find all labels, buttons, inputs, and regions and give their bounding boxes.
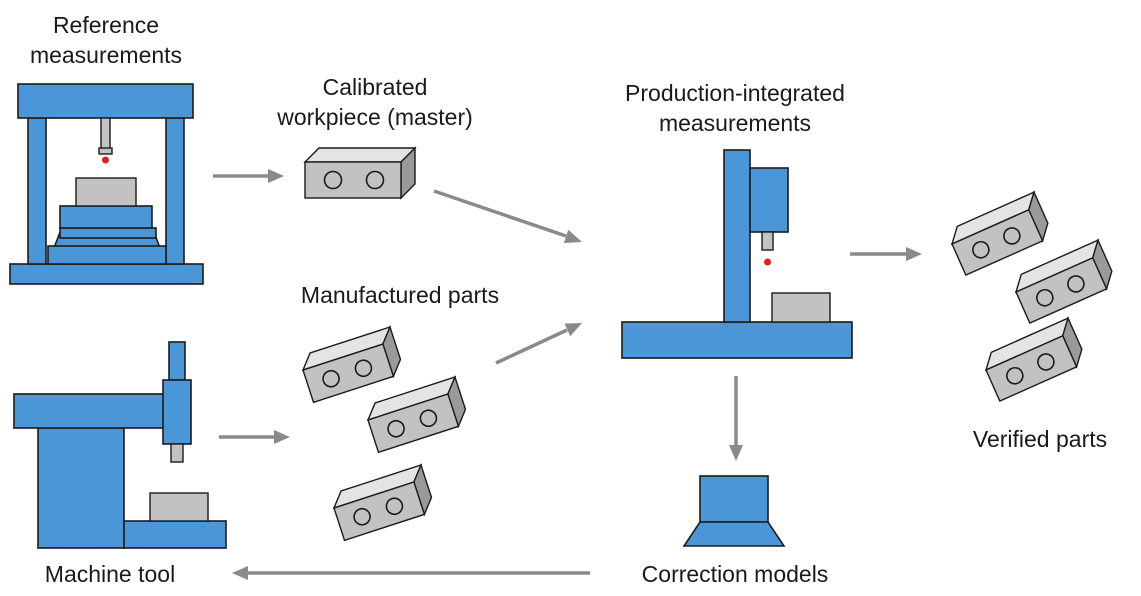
production-label-line-2: measurements [658,110,812,136]
calibrated-label-line-1: Calibrated [322,74,428,100]
probe-tip-icon [102,156,109,164]
production-measurements-label: Production-integrated measurements [590,78,880,138]
verified-parts [945,191,1119,402]
arrow-production-to-verified [850,247,922,261]
calibrated-master-workpiece [303,146,417,200]
arrow-production-to-correction [729,376,743,461]
calibrated-workpiece-label: Calibrated workpiece (master) [240,72,510,132]
reference-label-line-1: Reference [52,12,160,38]
arrow-machine-tool-to-manufactured [219,430,290,444]
manufactured-parts [297,326,471,542]
reference-measurements-label: Reference measurements [6,10,206,70]
verified-parts-label: Verified parts [972,426,1108,452]
arrow-correction-to-machine-tool [232,566,590,580]
probe-tip-icon [764,258,771,266]
reference-cmm-machine [9,83,204,285]
calibrated-label-line-2: workpiece (master) [277,104,473,130]
correction-models-computer [682,475,786,547]
machine-tool-label: Machine tool [44,561,176,587]
machine-tool [13,341,227,549]
arrow-manufactured-to-production [495,323,582,365]
arrow-reference-to-master [213,169,284,183]
production-measuring-machine [621,149,853,359]
reference-label-line-2: measurements [29,42,183,68]
production-label-line-1: Production-integrated [625,80,845,106]
manufactured-parts-label: Manufactured parts [300,282,500,308]
correction-models-label: Correction models [641,561,829,587]
arrow-master-to-production [433,189,582,243]
flow-arrows [213,169,922,580]
